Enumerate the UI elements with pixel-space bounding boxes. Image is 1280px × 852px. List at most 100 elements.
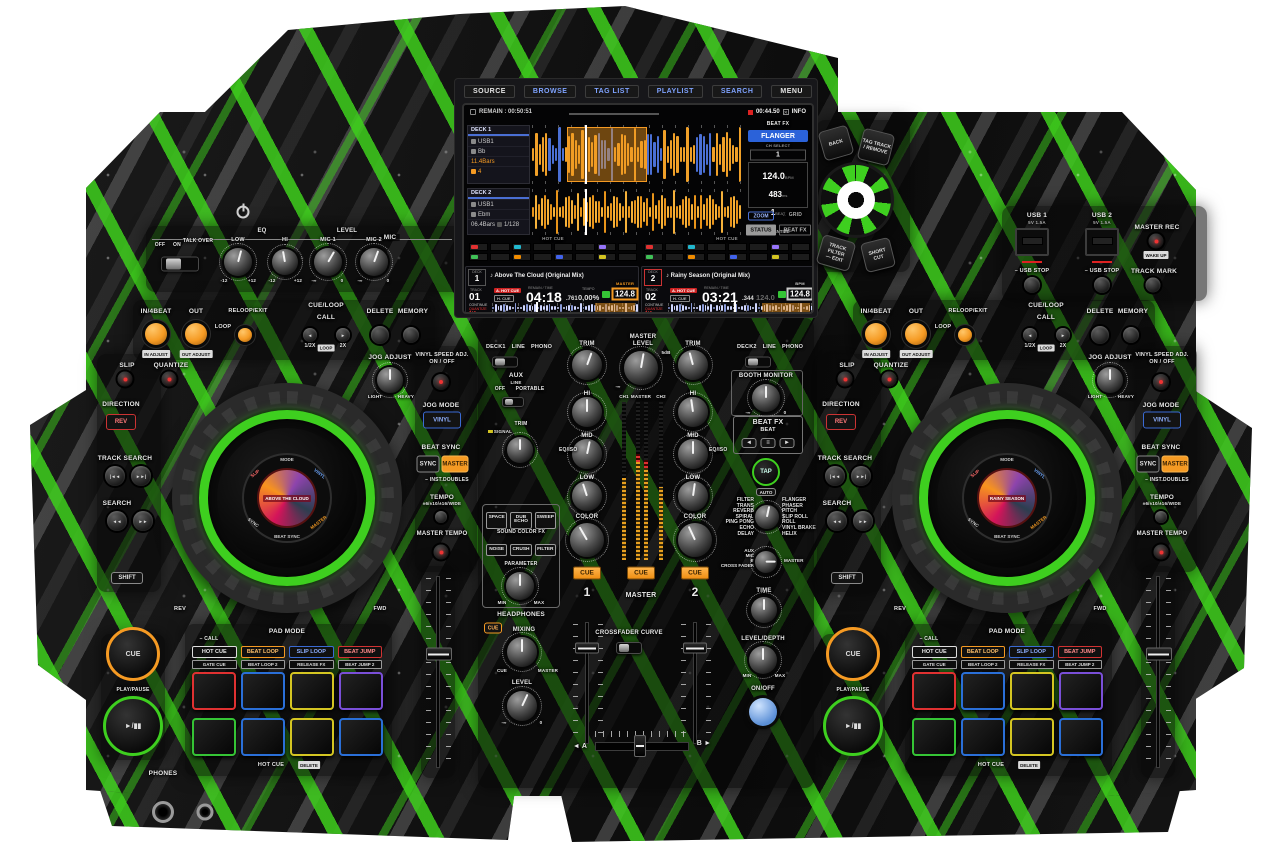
usb1-port[interactable] (1015, 228, 1049, 256)
track-search-prev-button[interactable]: |◄◄ (105, 466, 125, 486)
hotcue-slot[interactable] (791, 253, 810, 261)
aux-trim-knob[interactable] (502, 432, 538, 468)
deck2-tab[interactable]: DECK 2 (468, 189, 529, 199)
booth-monitor-knob[interactable] (747, 379, 785, 417)
mic1-level-knob[interactable] (309, 243, 347, 281)
pad-mode-button[interactable]: HOT CUE (192, 646, 237, 658)
performance-pad[interactable] (912, 672, 956, 710)
master-level-knob[interactable] (619, 346, 663, 390)
loop-call-right-button[interactable]: ► (336, 328, 350, 342)
hotcue-slot[interactable] (575, 253, 595, 261)
usb1-stop-button[interactable] (1024, 277, 1040, 293)
browse-encoder[interactable] (821, 165, 891, 235)
reverse-button[interactable]: REV (826, 414, 856, 430)
hotcue-slot[interactable] (791, 243, 810, 251)
jog-adjust-knob[interactable] (372, 362, 408, 398)
loop-out-button[interactable] (185, 323, 207, 345)
track-row-deck1[interactable]: DECK 1 ♪ Above The Cloud (Original Mix) … (465, 266, 639, 312)
shift-button[interactable]: SHIFT (111, 572, 143, 584)
beat-left-button[interactable]: ◄ (741, 438, 757, 448)
performance-pad[interactable] (1010, 672, 1054, 710)
ch2-color-knob[interactable] (673, 518, 717, 562)
quantize-button[interactable] (161, 371, 177, 387)
nav-button[interactable]: SOURCE (464, 84, 515, 98)
sync-master-button[interactable]: MASTER (441, 455, 469, 473)
mic-switch[interactable] (161, 256, 199, 272)
beat-center-button[interactable]: ≡ (760, 438, 776, 448)
hotcue-slot[interactable] (617, 243, 637, 251)
hotcue-slot[interactable] (665, 243, 684, 251)
beatfx-select-knob[interactable] (750, 500, 784, 534)
tempo-fader-track[interactable] (1156, 576, 1160, 768)
performance-pad[interactable] (192, 672, 236, 710)
tempo-fader-track[interactable] (436, 576, 440, 768)
vinyl-speed-adj-button[interactable] (433, 374, 449, 390)
ch2-eq-hi-knob[interactable] (673, 392, 713, 432)
loop-in-button[interactable] (865, 323, 887, 345)
delete-button[interactable] (371, 326, 389, 344)
tempo-fader-handle[interactable] (1145, 647, 1172, 661)
ch1-eq-mid-knob[interactable] (567, 434, 607, 474)
quantize-button[interactable] (881, 371, 897, 387)
master-cue-button[interactable]: CUE (627, 566, 655, 580)
sync-button[interactable]: SYNC (1136, 455, 1160, 473)
hotcue-slot[interactable] (749, 243, 768, 251)
tab-beatfx[interactable]: BEAT FX (779, 224, 811, 236)
beatfx-time-knob[interactable] (746, 592, 782, 628)
phones-jack-quarter[interactable] (152, 801, 174, 823)
slip-button[interactable] (117, 371, 133, 387)
pad-mode-button[interactable]: BEAT JUMP (1057, 646, 1102, 658)
sync-button[interactable]: SYNC (416, 455, 440, 473)
hotcue-slot[interactable] (490, 243, 510, 251)
performance-pad[interactable] (290, 672, 334, 710)
nav-button[interactable]: PLAYLIST (647, 84, 703, 98)
sync-master-button[interactable]: MASTER (1161, 455, 1189, 473)
tempo-fader-handle[interactable] (425, 647, 452, 661)
tap-button[interactable]: TAP (752, 458, 780, 486)
hotcue-slot[interactable] (596, 243, 616, 251)
nav-button[interactable]: BROWSE (523, 84, 577, 98)
track-search-next-button[interactable]: ►►| (131, 466, 151, 486)
headphones-mixing-knob[interactable] (502, 632, 542, 672)
sound-color-fx-button[interactable]: CRUSH (510, 544, 532, 556)
cue-button[interactable]: CUE (106, 627, 160, 681)
pad-mode-button[interactable]: HOT CUE (912, 646, 957, 658)
pad-mode-button[interactable]: BEAT JUMP (337, 646, 382, 658)
performance-pad[interactable] (961, 672, 1005, 710)
hotcue-slot[interactable] (469, 243, 489, 251)
shift-button[interactable]: SHIFT (831, 572, 863, 584)
performance-pad[interactable] (241, 672, 285, 710)
performance-pad[interactable] (339, 718, 383, 756)
tempo-range-button[interactable] (435, 511, 447, 523)
search-ff-button[interactable]: ►► (853, 511, 873, 531)
performance-pad[interactable] (1010, 718, 1054, 756)
pad-mode-button[interactable]: SLIP LOOP (1009, 646, 1054, 658)
track-mark-button[interactable] (1145, 277, 1161, 293)
cue-button[interactable]: CUE (826, 627, 880, 681)
hotcue-slot[interactable] (770, 243, 789, 251)
search-rew-button[interactable]: ◄◄ (107, 511, 127, 531)
hotcue-slot[interactable] (686, 253, 705, 261)
crossfader-handle[interactable] (634, 735, 646, 757)
jog-adjust-knob[interactable] (1092, 362, 1128, 398)
aux-switch[interactable] (502, 397, 524, 407)
ch2-fader-track[interactable] (693, 622, 697, 744)
headphones-cue-button[interactable]: CUE (484, 622, 502, 634)
info-label[interactable]: INFO (791, 109, 806, 115)
track-search-next-button[interactable]: ►►| (851, 466, 871, 486)
master-rec-button[interactable] (1148, 233, 1164, 249)
hotcue-slot[interactable] (707, 253, 726, 261)
hotcue-slot[interactable] (707, 243, 726, 251)
jog-wheel[interactable]: MODE VINYL SLIP SYNC BEAT SYNC MASTER AB… (172, 383, 402, 613)
usb2-port[interactable] (1085, 228, 1119, 256)
beat-right-button[interactable]: ► (779, 438, 795, 448)
beatfx-onoff-button[interactable] (749, 698, 777, 726)
mic2-level-knob[interactable] (355, 243, 393, 281)
play-pause-button[interactable]: ►/▮▮ (823, 696, 883, 756)
ch1-eq-low-knob[interactable] (567, 476, 607, 516)
zoom-button[interactable]: ZOOM (748, 211, 774, 221)
hotcue-slot[interactable] (665, 253, 684, 261)
pad-mode-button[interactable]: BEAT LOOP (240, 646, 285, 658)
master-tempo-button[interactable] (1153, 544, 1169, 560)
deck2-input-switch[interactable] (745, 356, 771, 368)
